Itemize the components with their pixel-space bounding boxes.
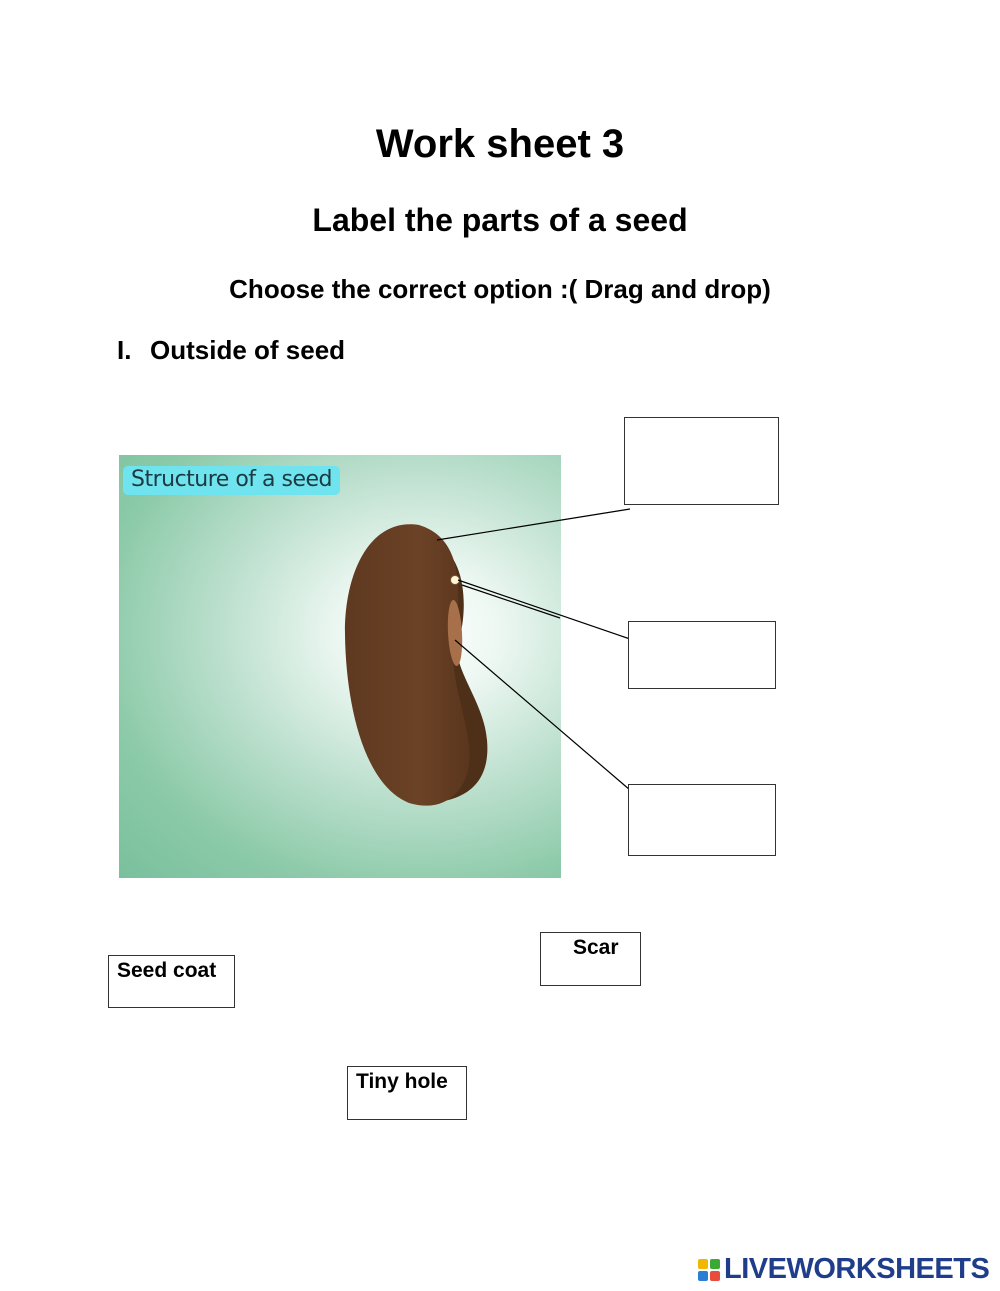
seed-body — [344, 524, 470, 806]
brand-icon-square — [698, 1258, 708, 1269]
instruction-text: Choose the correct option :( Drag and dr… — [229, 274, 771, 304]
brand-icon — [698, 1258, 720, 1281]
seed-figure: Structure of a seed — [119, 455, 561, 878]
brand-icon-square — [710, 1270, 720, 1281]
brand-name: LIVEWORKSHEETS — [724, 1253, 990, 1285]
drop-target-3[interactable] — [628, 784, 776, 856]
drop-target-2[interactable] — [628, 621, 776, 689]
worksheet-title: Work sheet 3 — [375, 122, 625, 166]
section-title: Outside of seed — [150, 335, 346, 365]
option-tiny-hole[interactable]: Tiny hole — [347, 1066, 467, 1120]
brand-icon-square — [710, 1258, 720, 1269]
section-heading: I. Outside of seed — [117, 335, 345, 366]
seed-illustration — [344, 524, 488, 806]
seed-tiny-hole — [450, 575, 460, 585]
brand-icon-square — [698, 1270, 708, 1281]
option-seed-coat[interactable]: Seed coat — [108, 955, 235, 1008]
option-scar[interactable]: Scar — [540, 932, 641, 986]
drop-target-1[interactable] — [624, 417, 779, 505]
worksheet-subtitle: Label the parts of a seed — [312, 202, 688, 238]
section-number: I. — [117, 335, 132, 365]
figure-label: Structure of a seed — [123, 466, 341, 495]
liveworksheets-logo: LIVEWORKSHEETS — [698, 1253, 990, 1286]
